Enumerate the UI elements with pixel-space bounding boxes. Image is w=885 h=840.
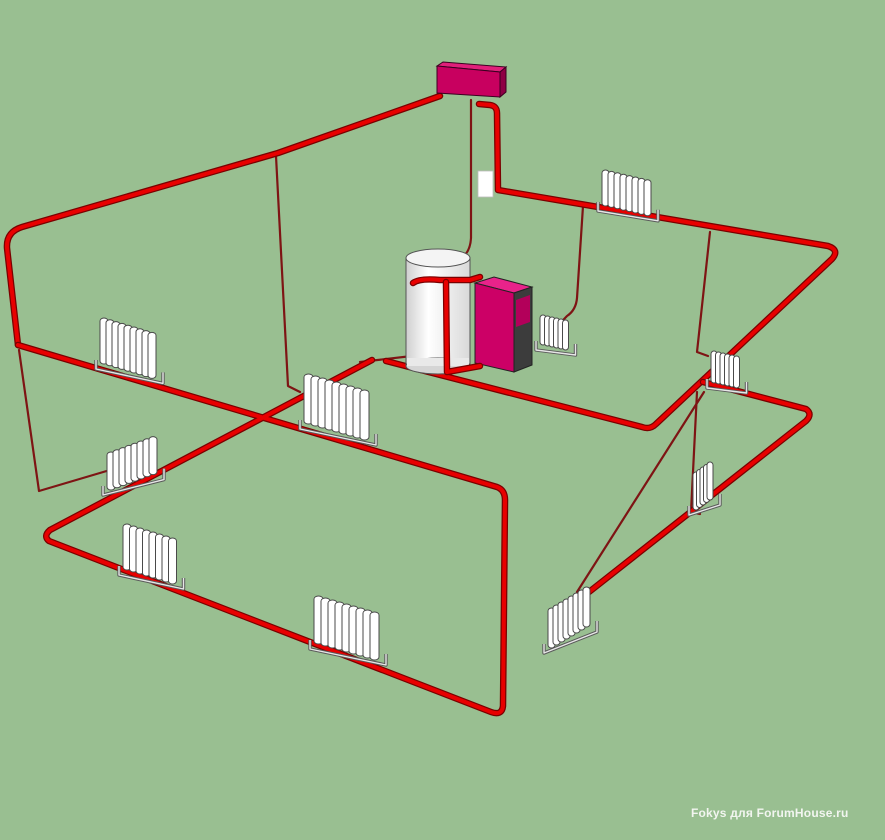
pipe-top-left xyxy=(4,94,443,347)
water-tank xyxy=(405,248,471,375)
radiator-fin xyxy=(706,461,714,501)
water-tank-top xyxy=(405,248,471,268)
pipe-left-loop-outline xyxy=(18,345,505,713)
radiator-connector xyxy=(309,640,387,666)
expansion-tank-front xyxy=(436,65,501,98)
radiator-fin xyxy=(369,611,380,661)
drop-pipe-left xyxy=(17,348,112,493)
radiator-fin xyxy=(359,389,370,441)
radiator-fin xyxy=(733,355,740,389)
radiator-fin xyxy=(562,319,569,351)
water-tank-base-fill xyxy=(407,358,469,366)
expansion-tank-side xyxy=(499,65,507,99)
water-tank-body xyxy=(405,257,471,367)
drop-pipe-far-right xyxy=(695,230,712,358)
radiator-connector xyxy=(688,494,721,516)
radiator-near-boiler xyxy=(534,314,578,357)
radiator-lower-left xyxy=(117,523,186,591)
radiator-connector xyxy=(118,566,185,590)
radiator-top-left xyxy=(94,317,165,386)
radiator-fin xyxy=(148,436,158,476)
radiator-connector xyxy=(597,202,659,222)
boiler xyxy=(473,276,534,373)
drop-pipe-center xyxy=(274,154,302,394)
radiator-center xyxy=(298,373,378,447)
radiator-fin xyxy=(643,179,652,217)
radiator-right xyxy=(705,350,749,395)
boiler-side-panel xyxy=(516,295,530,327)
radiator-left xyxy=(101,436,166,497)
radiator-connector xyxy=(102,468,165,496)
watermark: Fokys для ForumHouse.ru xyxy=(691,806,849,820)
radiator-connector xyxy=(706,379,748,394)
radiator-connector xyxy=(299,420,377,446)
radiator-connector xyxy=(95,360,164,385)
radiator-bottom-right xyxy=(542,586,599,655)
radiator-fin xyxy=(582,586,591,628)
radiator-fin xyxy=(168,537,177,585)
return-pipe-right-lower xyxy=(575,390,706,594)
pipe-top-left-outline xyxy=(7,96,440,345)
expansion-tank xyxy=(435,61,508,99)
radiator-connector xyxy=(535,341,577,356)
valve-block xyxy=(477,170,494,198)
radiator-top-right xyxy=(596,169,660,223)
radiator-fin xyxy=(147,331,157,379)
radiator-connector xyxy=(543,621,598,654)
drop-pipe-right xyxy=(540,204,585,344)
radiator-lower-center xyxy=(308,595,388,667)
pipe-left-loop xyxy=(16,343,507,716)
radiator-right-lower xyxy=(687,461,722,517)
riser-pipe-tank xyxy=(423,98,473,272)
main-pipes xyxy=(7,96,835,713)
boiler-front xyxy=(474,282,515,373)
